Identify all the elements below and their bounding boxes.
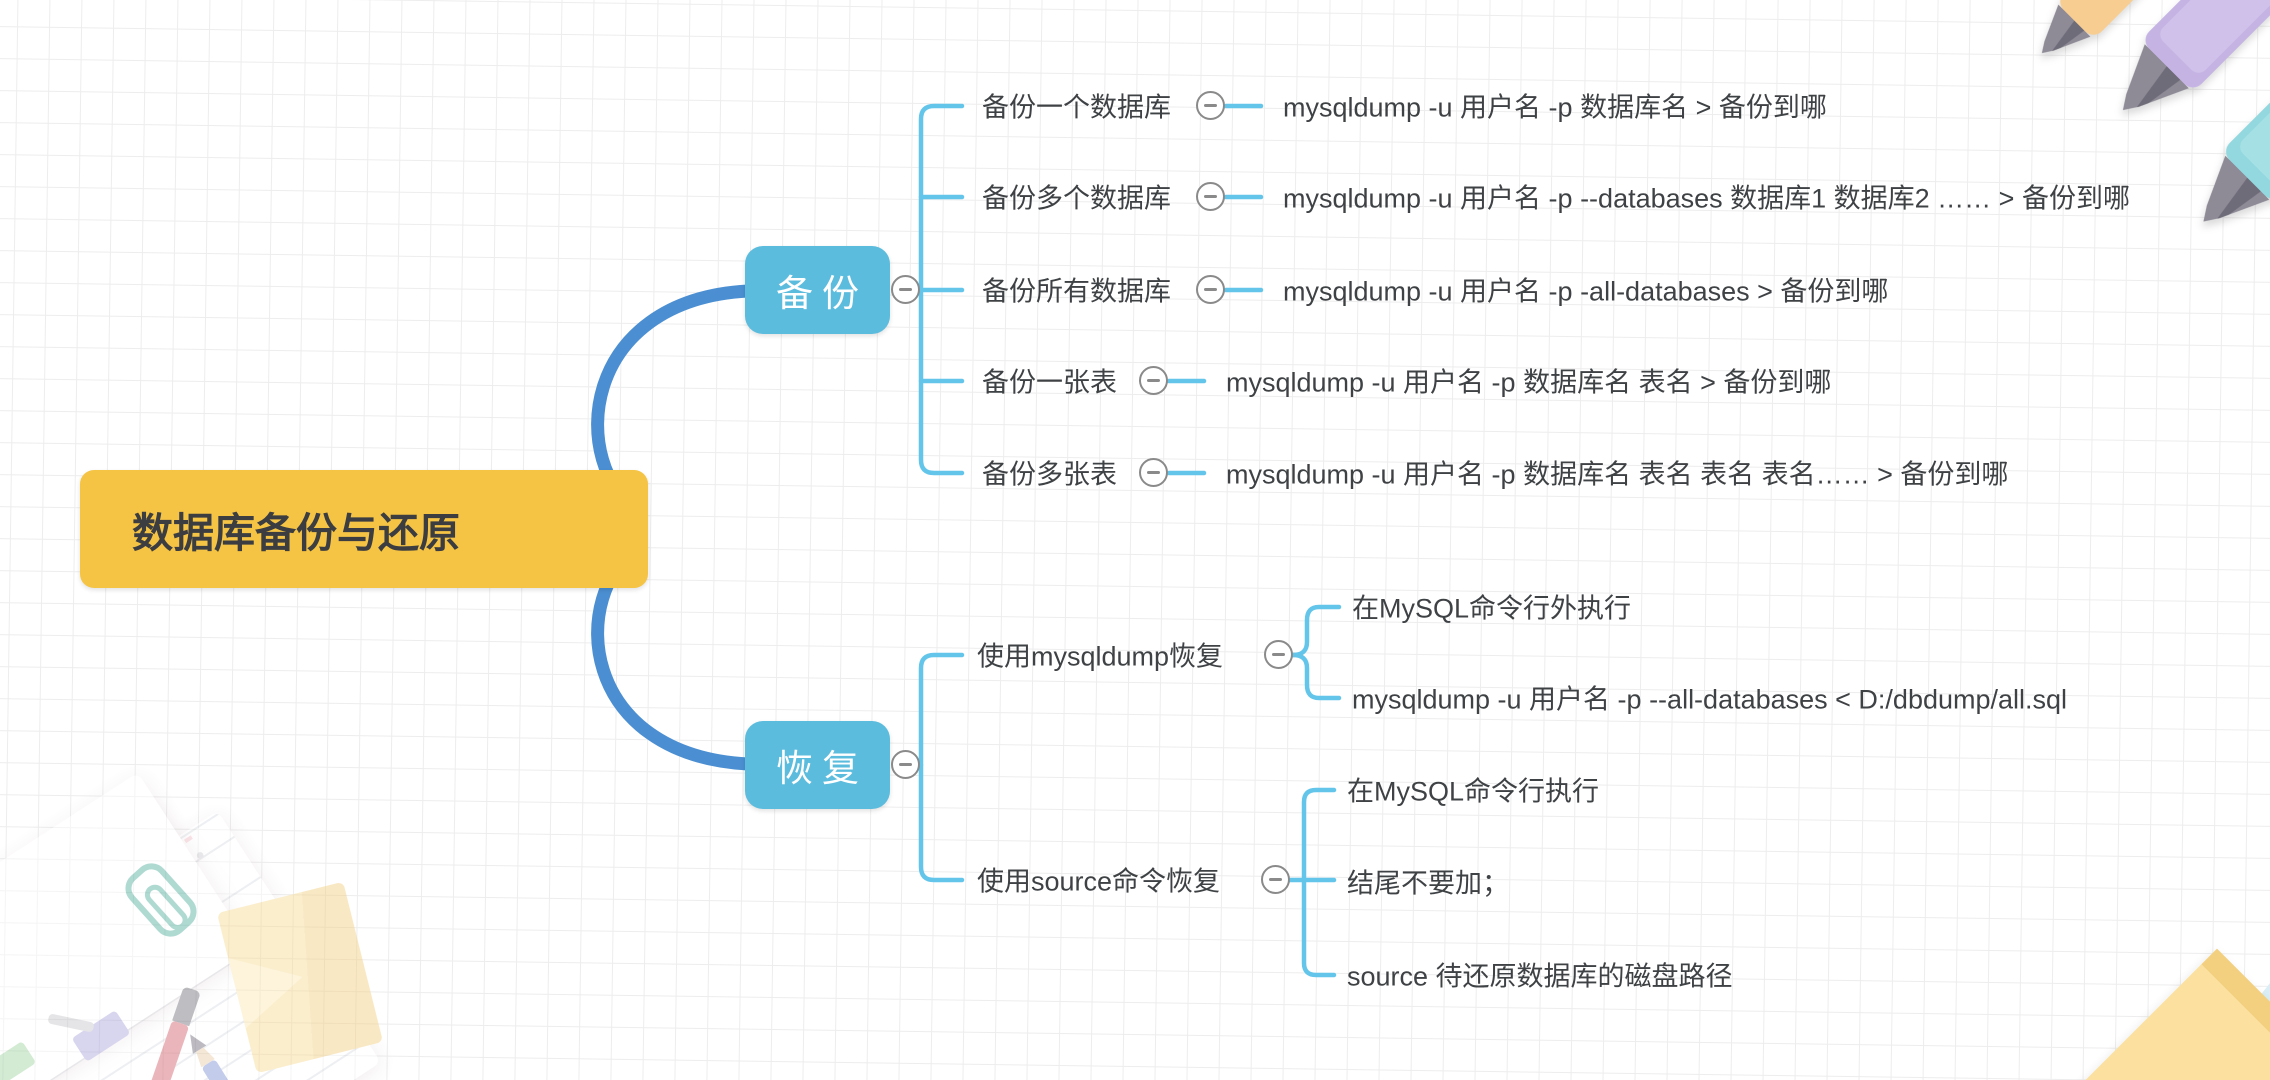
topic-backup-multi-table[interactable]: 备份多张表	[982, 459, 1117, 490]
minus-icon	[1269, 878, 1282, 881]
topic-backup-multi-db[interactable]: 备份多个数据库	[982, 183, 1171, 214]
topic-restore-mysqldump-note-1[interactable]: 在MySQL命令行外执行	[1352, 593, 1632, 624]
collapse-button-restore[interactable]	[891, 750, 920, 779]
branch-topic-backup[interactable]: 备份	[745, 246, 890, 334]
collapse-button-backup-one-db[interactable]	[1196, 91, 1225, 120]
branch-topic-restore[interactable]: 恢复	[745, 721, 890, 809]
topic-restore-source[interactable]: 使用source命令恢复	[977, 866, 1221, 897]
collapse-button-backup[interactable]	[891, 275, 920, 304]
minus-icon	[1204, 195, 1217, 198]
topic-backup-all-db[interactable]: 备份所有数据库	[982, 276, 1171, 307]
collapse-button-backup-multi-table[interactable]	[1139, 458, 1168, 487]
collapse-button-restore-mysqldump[interactable]	[1264, 640, 1293, 669]
collapse-button-backup-one-table[interactable]	[1139, 366, 1168, 395]
topic-restore-source-note-2[interactable]: 结尾不要加；	[1347, 868, 1509, 899]
topic-backup-one-db-command[interactable]: mysqldump -u 用户名 -p 数据库名 > 备份到哪	[1283, 92, 1827, 123]
minus-icon	[899, 763, 912, 766]
collapse-button-backup-all-db[interactable]	[1196, 275, 1225, 304]
topic-restore-mysqldump[interactable]: 使用mysqldump恢复	[977, 641, 1224, 672]
topic-restore-source-note-3[interactable]: source 待还原数据库的磁盘路径	[1347, 961, 1733, 992]
collapse-button-restore-source[interactable]	[1261, 865, 1290, 894]
topic-backup-one-table-command[interactable]: mysqldump -u 用户名 -p 数据库名 表名 > 备份到哪	[1226, 367, 1832, 398]
topic-backup-one-table[interactable]: 备份一张表	[982, 367, 1117, 398]
topic-backup-multi-table-command[interactable]: mysqldump -u 用户名 -p 数据库名 表名 表名 表名…… > 备份…	[1226, 459, 2009, 490]
root-topic-label: 数据库备份与还原	[132, 510, 460, 556]
branch-topic-restore-label: 恢复	[776, 748, 868, 789]
minus-icon	[899, 288, 912, 291]
root-topic[interactable]: 数据库备份与还原	[80, 470, 648, 588]
minus-icon	[1204, 288, 1217, 291]
topic-restore-mysqldump-note-2[interactable]: mysqldump -u 用户名 -p --all-databases < D:…	[1352, 684, 2068, 715]
topic-restore-source-note-1[interactable]: 在MySQL命令行执行	[1347, 776, 1600, 807]
topic-backup-one-db[interactable]: 备份一个数据库	[982, 92, 1171, 123]
minus-icon	[1204, 104, 1217, 107]
minus-icon	[1272, 653, 1285, 656]
minus-icon	[1147, 379, 1160, 382]
collapse-button-backup-multi-db[interactable]	[1196, 182, 1225, 211]
minus-icon	[1147, 471, 1160, 474]
branch-topic-backup-label: 备份	[776, 273, 868, 314]
topic-backup-multi-db-command[interactable]: mysqldump -u 用户名 -p --databases 数据库1 数据库…	[1283, 183, 2130, 214]
topic-backup-all-db-command[interactable]: mysqldump -u 用户名 -p -all-databases > 备份到…	[1283, 276, 1889, 307]
